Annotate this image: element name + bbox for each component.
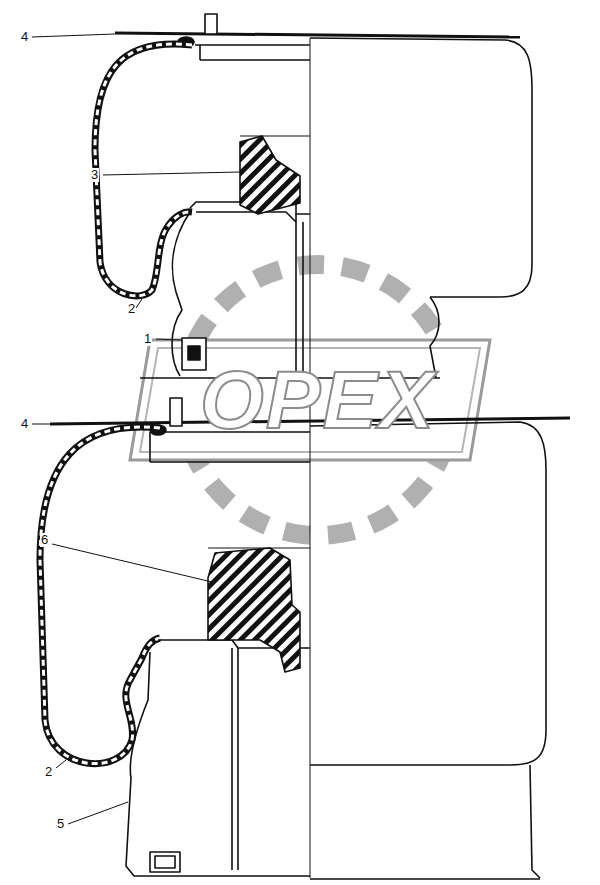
callout-number: 6 <box>40 533 49 547</box>
upper-bellows <box>95 14 532 878</box>
callout-number: 2 <box>127 302 136 316</box>
callout-number: 4 <box>20 30 29 44</box>
callout-number: 2 <box>44 765 53 779</box>
lower-bellows <box>40 398 570 879</box>
callout-number: 3 <box>90 168 99 182</box>
callout-number: 5 <box>56 817 65 831</box>
callout-number: 1 <box>143 332 152 346</box>
watermark: OPEX <box>200 359 436 441</box>
callout-number: 4 <box>20 417 29 431</box>
